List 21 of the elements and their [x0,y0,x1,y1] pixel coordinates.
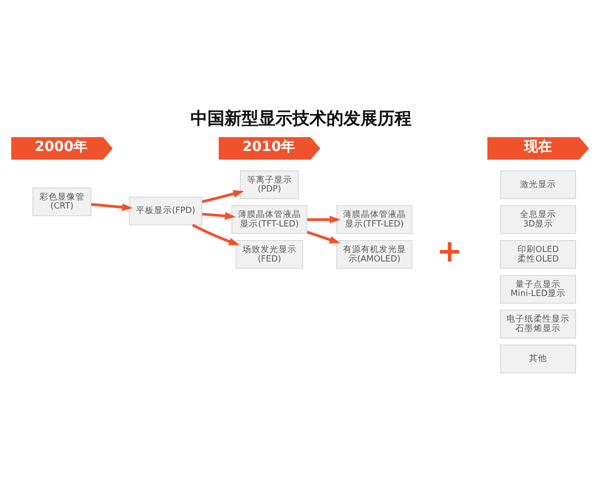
node-box: 有源有机发光显示(AMOLED) [336,240,412,268]
label: + [436,232,463,269]
node-box: 其他 [500,344,576,373]
arrow [202,212,236,220]
node-box: 场致发光显示(FED) [236,240,304,268]
arrow [192,223,240,245]
node-box: 等离子显示(PDP) [240,170,299,199]
arrow [307,215,341,223]
node-box: 激光显示 [500,170,576,199]
node-box: 量子点显示 Mini-LED显示 [500,274,576,304]
arrow [202,190,244,203]
diagram-title: 中国新型显示技术的发展历程 [190,108,412,129]
node-box: 全息显示 3D显示 [500,204,576,234]
arrow [91,202,133,210]
node-box: 彩色显像管(CRT) [32,186,92,216]
node-box: 电子纸柔性显示 石墨烯显示 [500,309,576,338]
node-box: 薄膜晶体管液晶显示(TFT-LED) [231,204,308,234]
node-box: 平板显示(FPD) [128,196,202,225]
node-box: 印刷OLED 柔性OLED [500,240,576,268]
arrow [306,230,340,243]
node-box: 薄膜晶体管液晶显示(TFT-LED) [336,204,412,234]
